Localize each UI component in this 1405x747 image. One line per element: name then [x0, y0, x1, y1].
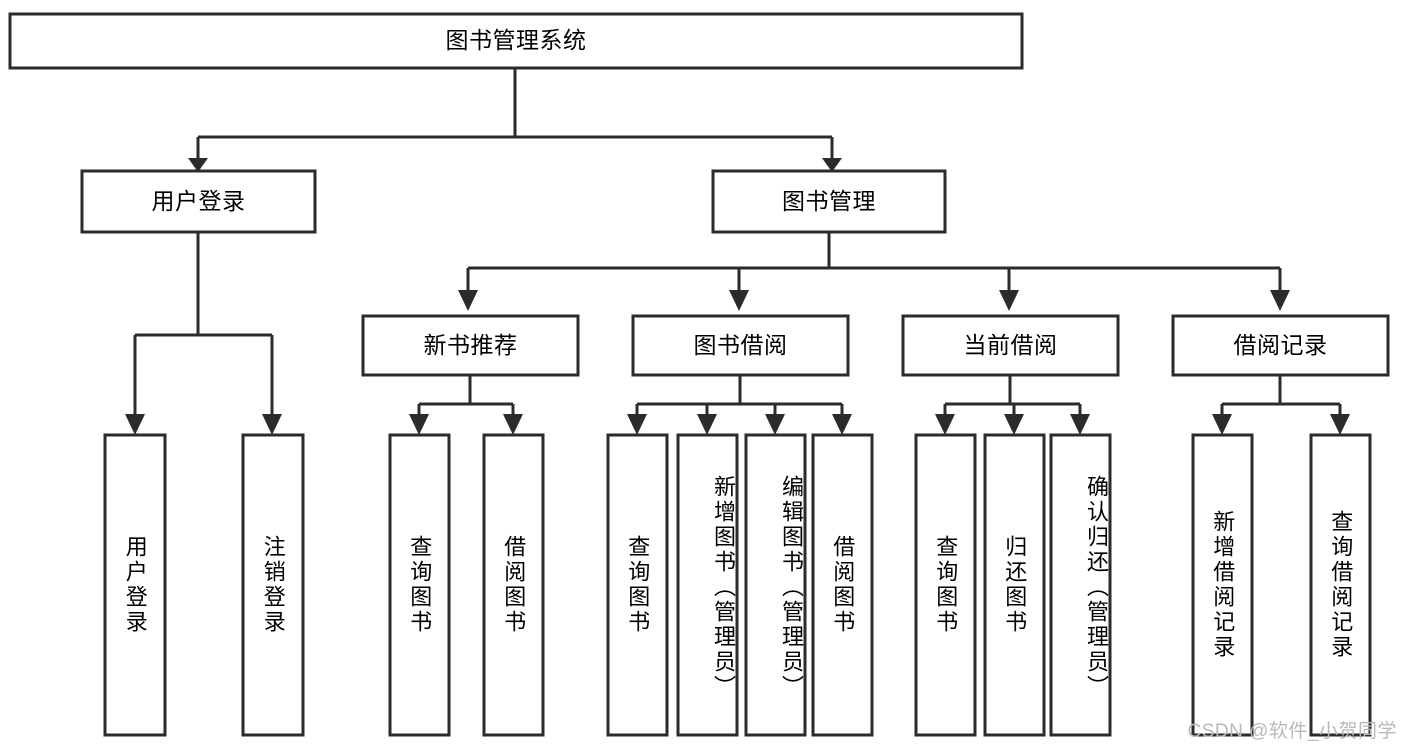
node-box-leaf-confirm-return-admin[interactable] [1049, 433, 1112, 737]
node-box-user-login[interactable] [80, 169, 317, 234]
node-box-leaf-add-book-admin[interactable] [676, 433, 739, 737]
connector-root-to-level2 [188, 68, 842, 172]
connector-borrow-record-to-leaves [1212, 375, 1350, 435]
node-box-leaf-query-borrow-record[interactable] [1309, 433, 1372, 737]
connector-current-borrow-to-leaves [935, 375, 1090, 435]
connector-book-management-to-level3 [458, 232, 1290, 311]
node-box-leaf-edit-book-admin[interactable] [744, 433, 807, 737]
node-box-leaf-logout-login[interactable] [241, 433, 305, 737]
node-box-leaf-borrow-book-1[interactable] [482, 433, 545, 737]
node-box-borrow-record[interactable] [1171, 314, 1390, 377]
node-box-leaf-query-book-2[interactable] [606, 433, 669, 737]
node-box-leaf-add-borrow-record[interactable] [1191, 433, 1254, 737]
connector-user-login-to-leaves [125, 232, 282, 435]
connector-book-borrow-to-leaves [627, 375, 852, 435]
connector-new-book-recommend-to-leaves [409, 375, 523, 435]
node-box-root[interactable] [8, 12, 1024, 70]
node-box-leaf-user-login[interactable] [103, 433, 167, 737]
node-box-book-borrow[interactable] [631, 314, 850, 377]
node-box-book-management[interactable] [711, 169, 947, 234]
csdn-watermark: CSDN @软件_小贺同学 [1187, 721, 1397, 742]
node-box-leaf-return-book[interactable] [983, 433, 1046, 737]
node-box-new-book-recommend[interactable] [361, 314, 580, 377]
node-box-leaf-query-book-1[interactable] [388, 433, 451, 737]
node-box-current-borrow[interactable] [901, 314, 1120, 377]
node-box-leaf-query-book-3[interactable] [914, 433, 977, 737]
node-box-leaf-borrow-book-2[interactable] [811, 433, 874, 737]
